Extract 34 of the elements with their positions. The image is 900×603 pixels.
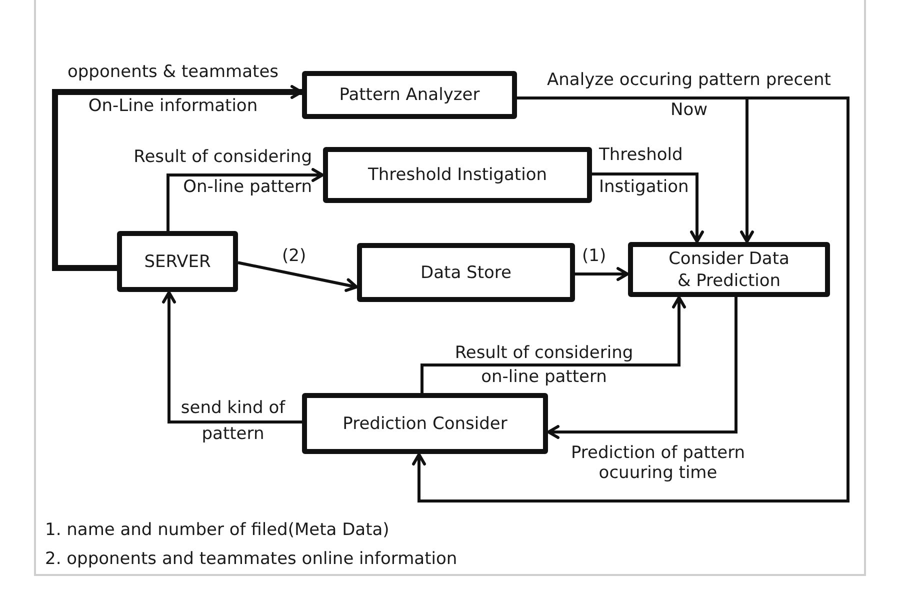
arrow (238, 261, 358, 292)
process-box (117, 231, 238, 292)
arrow (592, 172, 704, 243)
edge-label: send kind of pattern (180, 397, 286, 446)
footnote: 1. name and number of filed(Meta Data) (45, 519, 390, 541)
edge-label: (2) (282, 246, 308, 266)
edge-label: (1) (582, 246, 608, 266)
edge-label: Prediction of pattern ocuuring time (570, 443, 746, 483)
box-label: Consider Data & Prediction (668, 248, 790, 292)
box-label: Pattern Analyzer (339, 84, 480, 106)
process-box (357, 243, 575, 302)
box-label: Threshold Instigation (368, 164, 547, 186)
box-label: Data Store (420, 262, 512, 284)
box-label: Prediction Consider (342, 412, 508, 434)
edge-label: Threshold Instigation (599, 144, 690, 199)
arrow (166, 168, 324, 231)
edge-label: Result of considering on-line pattern (454, 342, 634, 389)
arrow (547, 297, 738, 439)
edge-label: Result of considering On-line pattern (132, 146, 312, 199)
edge-label: Analyze occuring pattern precent Now (546, 69, 832, 122)
arrow (52, 85, 303, 271)
connector-line (517, 96, 747, 100)
arrow (420, 296, 686, 393)
process-box (302, 393, 548, 454)
arrow (412, 96, 850, 502)
footnote: 2. opponents and teammates online information (45, 548, 458, 570)
edge-label: opponents & teammates On-Line information (66, 61, 280, 118)
arrow (740, 98, 754, 243)
arrow (162, 291, 302, 424)
arrow (575, 267, 629, 281)
process-box (628, 242, 830, 297)
box-label: SERVER (144, 250, 211, 272)
process-box (323, 147, 592, 203)
process-box (302, 71, 517, 119)
